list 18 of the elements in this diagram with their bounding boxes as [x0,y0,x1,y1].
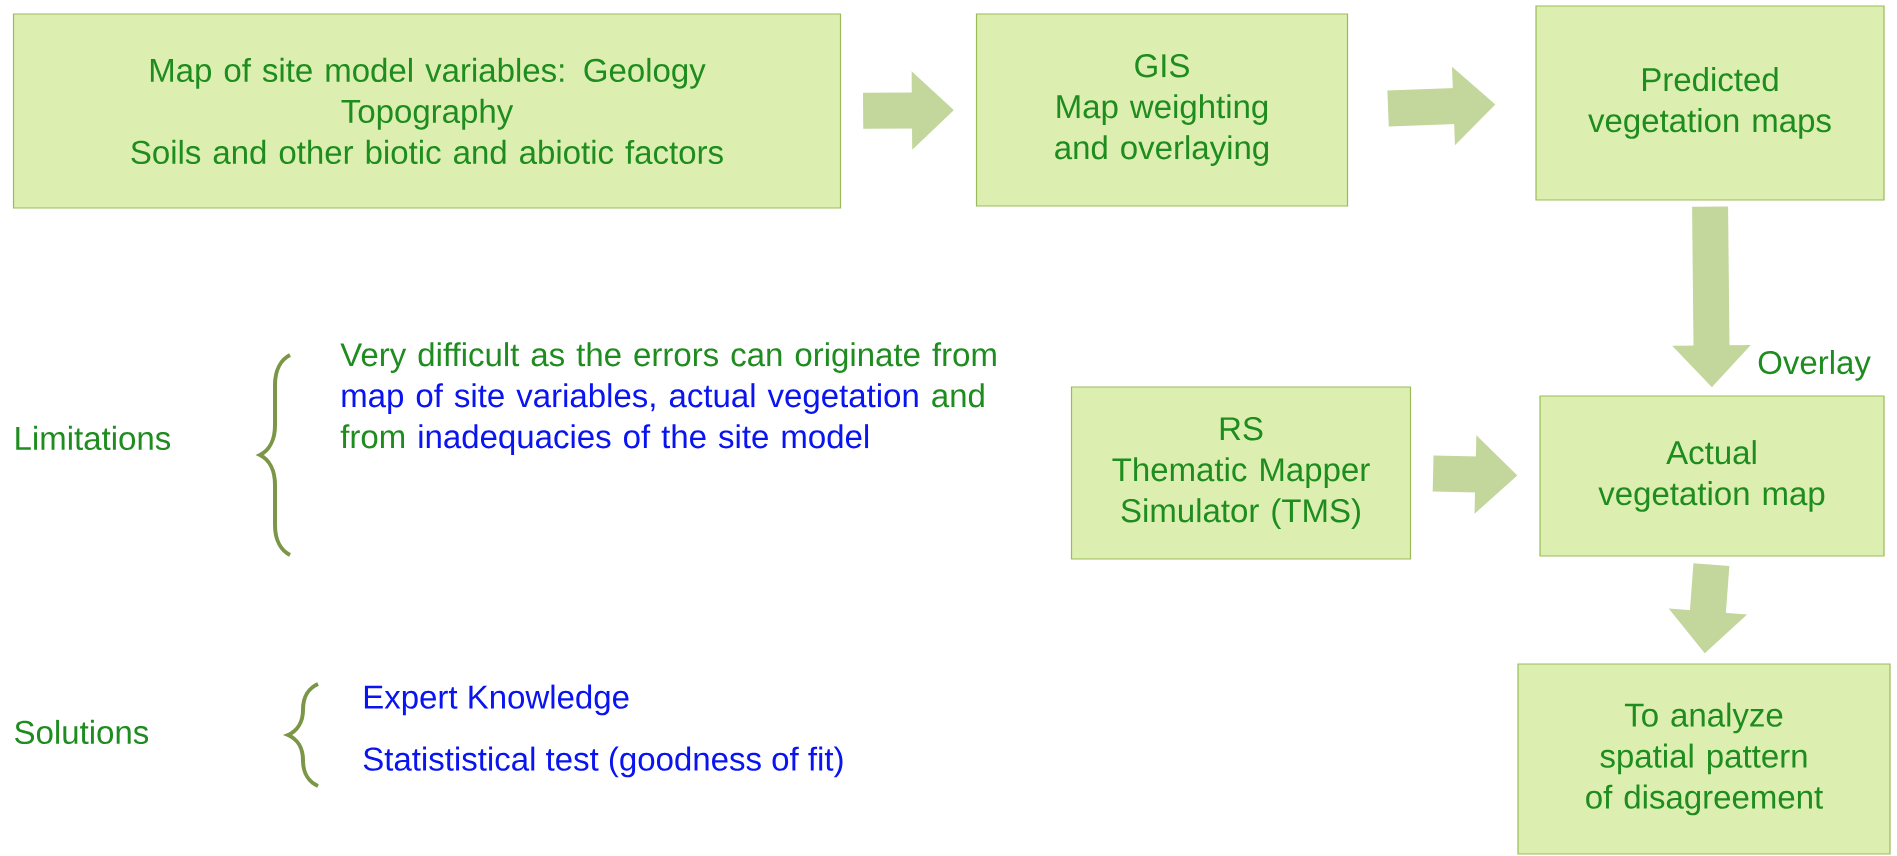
label: map of site variables, [342,383,655,414]
process-box: RS Thematic Mapper Simulator (TMS) [1070,386,1412,560]
solution-item: Expert Knowledge [364,684,629,716]
process-box: GIS Map weighting and overlaying [975,13,1349,207]
label: Very difficult as the errors can originate from [340,342,996,373]
section-label: Limitations [16,425,171,451]
limitation-text: Very difficult as the errors can originate from map of site variables, actual vegetation and from inadequacies of the site model [340,342,996,455]
label: and [932,383,984,408]
label: from [340,424,405,449]
label: actual vegetation [669,383,918,414]
label: inadequacies of the site model [419,424,869,455]
process-box: Map of site model variables: Geology Topography Soils and other biotic and abiotic factors [12,13,842,209]
process-box: Actual vegetation map [1539,395,1885,557]
process-box: To analyze spatial pattern of disagreement [1517,663,1891,855]
process-box: Predicted vegetation maps [1535,5,1885,201]
solution-item: Statististical test (goodness of fit) [363,746,843,778]
section-label: Solutions [15,719,149,745]
edge-label: Overlay [1756,349,1872,382]
